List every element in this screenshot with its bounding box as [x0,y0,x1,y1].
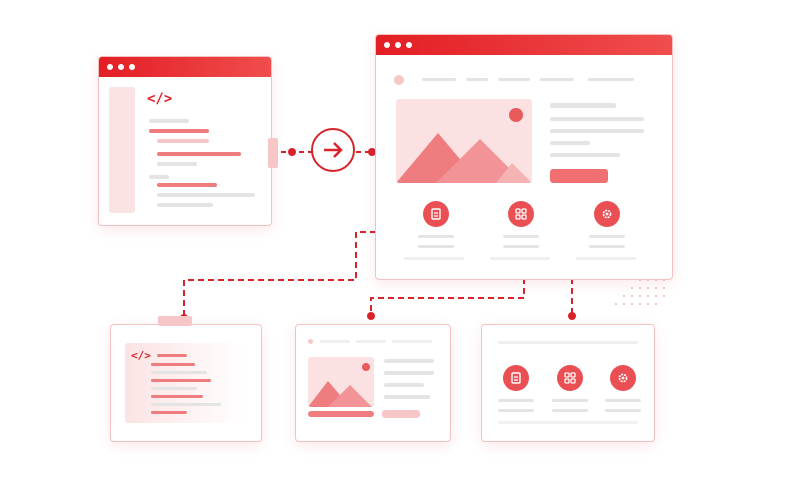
code-line [157,139,209,143]
feature-title [605,399,641,402]
code-line [151,379,211,382]
document-icon [423,201,449,227]
card-footer-line [498,421,638,424]
code-line [157,183,217,187]
nav-item [356,340,386,343]
feature-text [418,245,454,248]
hero-text-line [550,117,644,121]
card-logo [308,339,313,344]
code-symbol: </> [147,91,173,107]
feature-text [605,409,641,412]
window-titlebar [376,35,672,55]
gear-icon [610,365,636,391]
feature-text [498,409,534,412]
connector-dot [568,312,576,320]
code-card: </> [110,324,262,442]
media-card [295,324,451,442]
nav-item [392,340,432,343]
document-icon [503,365,529,391]
hero-cta-button [550,169,608,183]
feature-text [589,245,625,248]
code-line [149,119,189,123]
feature-text [503,245,539,248]
arrow-node [311,128,355,172]
feature-title [418,235,454,238]
connector-to-media-card [370,278,525,316]
window-titlebar [99,57,271,77]
card-text-line [384,395,430,399]
code-line [151,403,221,406]
hero-text-line [550,129,644,133]
code-line [151,363,195,366]
nav-item [320,340,350,343]
card-strip [308,411,374,417]
grid-icon [508,201,534,227]
window-dot [129,64,135,70]
mountain-image-icon [308,363,372,407]
site-logo [394,75,404,85]
feature-text [576,257,636,260]
feature-title [589,235,625,238]
connector-to-code-card [183,231,376,318]
card-text-line [384,383,424,387]
nav-item [466,78,488,81]
card-header-line [498,341,638,344]
window-dot [107,64,113,70]
website-preview-window [375,34,673,280]
code-line [157,193,255,197]
code-line [157,162,197,166]
feature-text [552,409,588,412]
window-dot [406,42,412,48]
window-dot [384,42,390,48]
card-image [308,357,374,407]
hero-image [396,99,532,183]
connector-dot [368,148,376,156]
code-line [157,152,241,156]
grid-icon [557,365,583,391]
window-dot [118,64,124,70]
hero-heading [550,103,616,108]
nav-item [540,78,574,81]
code-line [151,395,203,398]
connector-dot [288,148,296,156]
gear-icon [594,201,620,227]
feature-text [404,257,464,260]
card-button [382,410,420,418]
mountain-image-icon [396,108,532,183]
code-line [157,203,213,207]
card-text-line [384,359,434,363]
arrow-right-icon [324,142,343,158]
hero-text-line [550,141,590,145]
window-dot [395,42,401,48]
feature-text [490,257,550,260]
code-line [151,387,197,390]
editor-sidebar [109,87,135,213]
code-line [149,175,169,179]
nav-item [498,78,530,81]
feature-title [498,399,534,402]
code-line [151,371,207,374]
window-side-tab [268,138,278,168]
code-editor-window: </> [98,56,272,226]
code-line [149,129,209,133]
card-top-tab [158,316,192,326]
code-line [151,411,187,414]
feature-title [503,235,539,238]
code-symbol-small: </> [131,349,151,362]
feature-title [552,399,588,402]
nav-item [588,78,634,81]
nav-item [422,78,456,81]
code-line [157,354,187,357]
connector-dot [367,312,375,320]
icons-card [481,324,655,442]
hero-text-line [550,153,620,157]
card-text-line [384,371,434,375]
